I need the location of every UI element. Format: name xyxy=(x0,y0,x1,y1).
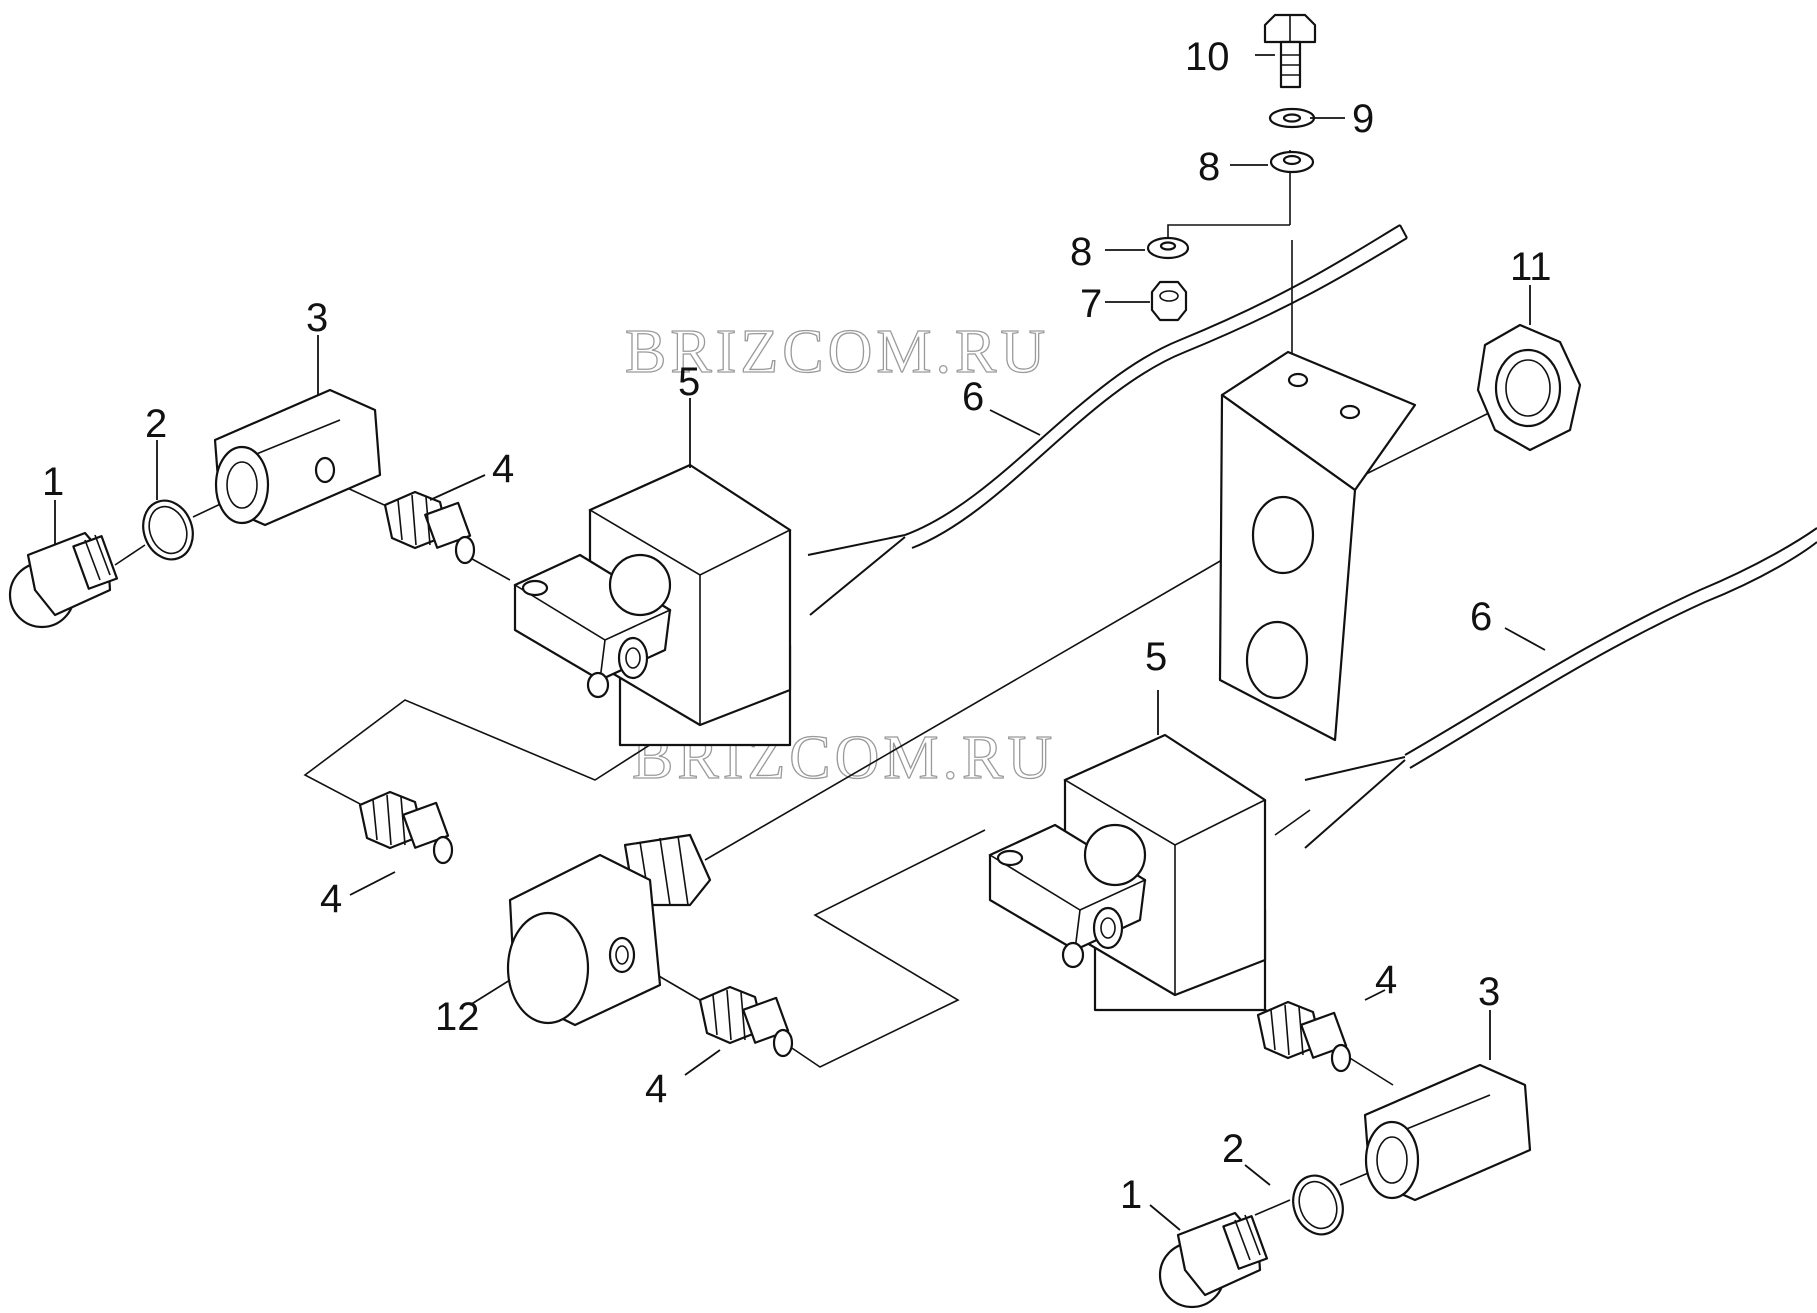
callout-2-left: 2 xyxy=(145,402,167,446)
coupling-3-left xyxy=(213,388,382,527)
callout-9: 9 xyxy=(1352,97,1374,141)
wire-lower xyxy=(1304,527,1817,849)
callout-5-lower: 5 xyxy=(1145,635,1167,679)
callout-4-upper: 4 xyxy=(492,447,514,491)
callout-4-bottom-mid: 4 xyxy=(645,1067,667,1111)
nipple-4-bottom-mid xyxy=(698,985,794,1058)
nipple-4-mid-left xyxy=(358,790,454,865)
callout-12: 12 xyxy=(435,995,480,1039)
callout-1-left: 1 xyxy=(42,460,64,504)
callout-leaders xyxy=(54,54,1546,1231)
callout-4-mid-left: 4 xyxy=(320,877,342,921)
wire-upper xyxy=(807,224,1408,616)
solenoid-valve-5-upper xyxy=(513,463,792,747)
tee-fitting-12 xyxy=(506,833,712,1027)
mounting-bracket xyxy=(1218,350,1417,742)
watermark-top: BRIZCOM.RU xyxy=(625,318,1049,386)
callout-5-upper: 5 xyxy=(678,360,700,404)
callout-7: 7 xyxy=(1080,282,1102,326)
callout-10: 10 xyxy=(1185,35,1230,79)
callout-8-lower: 8 xyxy=(1070,230,1092,274)
nipple-4-right xyxy=(1256,1000,1352,1073)
callout-2-right: 2 xyxy=(1222,1127,1244,1171)
seal-ring-2-left xyxy=(142,499,194,561)
bolt-10 xyxy=(1263,13,1317,89)
washer-8-lower xyxy=(1146,236,1190,260)
coupling-3-right xyxy=(1363,1063,1532,1202)
nipple-4-upper xyxy=(383,490,476,565)
callout-labels: 1 2 3 4 5 6 7 8 8 9 10 11 4 12 4 5 6 4 3… xyxy=(42,35,1552,1217)
callout-1-right: 1 xyxy=(1120,1173,1142,1217)
solenoid-valve-5-lower xyxy=(988,733,1267,1012)
callout-6-lower: 6 xyxy=(1470,595,1492,639)
callout-6-upper: 6 xyxy=(962,375,984,419)
callout-3-left: 3 xyxy=(306,296,328,340)
nut-7 xyxy=(1150,280,1188,322)
seal-ring-2-right xyxy=(1292,1174,1344,1236)
callout-3-right: 3 xyxy=(1478,970,1500,1014)
washer-8-upper xyxy=(1269,150,1315,174)
callout-8-upper: 8 xyxy=(1198,145,1220,189)
callout-11: 11 xyxy=(1510,245,1552,289)
plug-1-right xyxy=(1158,1211,1269,1309)
lock-washer-9 xyxy=(1268,107,1316,129)
callout-4-right: 4 xyxy=(1375,958,1397,1002)
plug-1-left xyxy=(8,531,119,629)
large-nut-11 xyxy=(1476,323,1582,452)
